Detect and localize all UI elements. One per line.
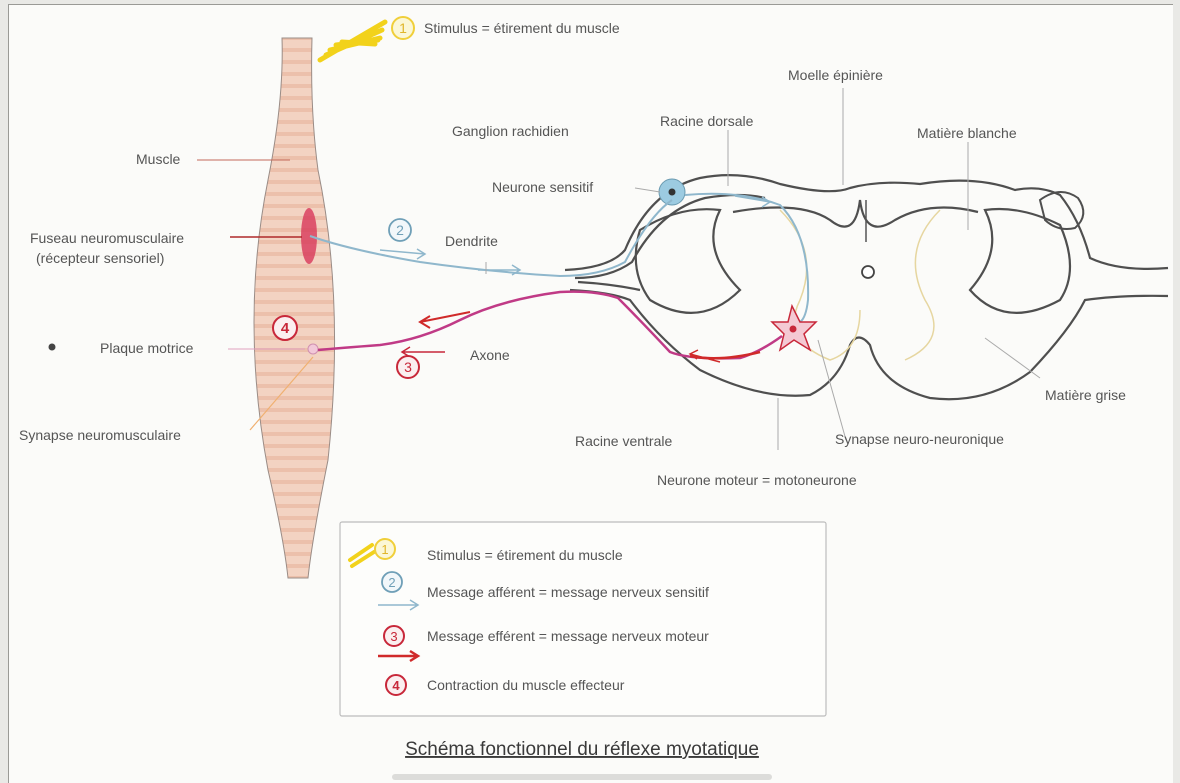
label-neurone-moteur: Neurone moteur = motoneurone <box>657 472 857 488</box>
marker-4-muscle: 4 <box>273 316 297 340</box>
label-matiere-blanche: Matière blanche <box>917 125 1017 141</box>
svg-text:4: 4 <box>281 320 290 337</box>
label-synapse-nm: Synapse neuromusculaire <box>19 427 181 443</box>
motor-axon <box>318 292 782 359</box>
label-dendrite: Dendrite <box>445 233 498 249</box>
svg-text:2: 2 <box>396 222 404 238</box>
svg-text:Stimulus = étirement du muscle: Stimulus = étirement du muscle <box>427 547 623 563</box>
stimulus-scribble <box>320 22 385 60</box>
svg-text:Message efférent = message ner: Message efférent = message nerveux moteu… <box>427 628 709 644</box>
label-stimulus-top: Stimulus = étirement du muscle <box>424 20 620 36</box>
footer-illegible <box>392 774 772 780</box>
figure-title: Schéma fonctionnel du réflexe myotatique <box>405 739 759 760</box>
label-racine-dorsale: Racine dorsale <box>660 113 754 129</box>
svg-text:3: 3 <box>390 629 397 644</box>
svg-text:Contraction du muscle effecteu: Contraction du muscle effecteur <box>427 677 625 693</box>
label-racine-ventrale: Racine ventrale <box>575 433 672 449</box>
label-muscle: Muscle <box>136 151 181 167</box>
muscle-shape <box>254 38 335 578</box>
marker-3-axon: 3 <box>397 356 419 378</box>
svg-text:Message afférent = message ner: Message afférent = message nerveux sensi… <box>427 584 709 600</box>
central-canal <box>862 266 874 278</box>
svg-text:1: 1 <box>399 20 407 36</box>
svg-text:1: 1 <box>381 542 388 557</box>
motor-neuron-nucleus <box>790 326 797 333</box>
sensory-nucleus <box>669 189 676 196</box>
marker-2-dendrite: 2 <box>380 219 425 259</box>
marker-1-top: 1 <box>392 17 414 39</box>
label-axone: Axone <box>470 347 510 363</box>
label-ganglion: Ganglion rachidien <box>452 123 569 139</box>
svg-text:3: 3 <box>404 359 412 375</box>
spindle-receptor <box>301 208 317 264</box>
label-neurone-sensitif: Neurone sensitif <box>492 179 593 195</box>
svg-text:2: 2 <box>388 575 395 590</box>
label-fuseau-1: Fuseau neuromusculaire <box>30 230 184 246</box>
label-moelle: Moelle épinière <box>788 67 883 83</box>
plaque-dot <box>308 344 318 354</box>
label-plaque: Plaque motrice <box>100 340 194 356</box>
label-fuseau-2: (récepteur sensoriel) <box>36 250 164 266</box>
label-synapse-nn: Synapse neuro-neuronique <box>835 431 1004 447</box>
stray-dot <box>49 344 56 351</box>
dendrite-arrow <box>478 265 520 275</box>
label-matiere-grise: Matière grise <box>1045 387 1126 403</box>
legend: 1 Stimulus = étirement du muscle 2 Messa… <box>340 522 826 716</box>
svg-text:4: 4 <box>392 678 400 693</box>
